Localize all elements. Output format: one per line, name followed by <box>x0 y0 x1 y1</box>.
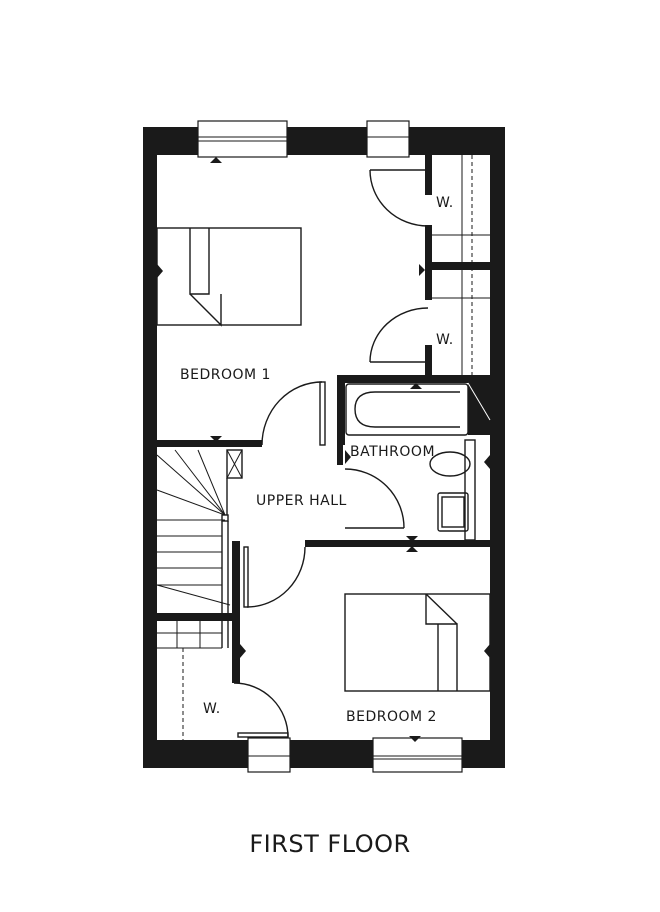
window-bottom-right <box>372 736 463 773</box>
window-top-right <box>366 120 410 158</box>
wardrobe-bottom-door <box>233 682 289 738</box>
window-top-left <box>197 120 288 163</box>
room-label-bathroom: BATHROOM <box>350 444 435 460</box>
room-label-upper-hall: UPPER HALL <box>256 493 347 509</box>
window-bottom-left <box>247 737 291 773</box>
room-label-bedroom2: BEDROOM 2 <box>346 709 437 725</box>
bed-bedroom2 <box>344 593 491 692</box>
room-label-wardrobe-top: W. <box>436 195 454 211</box>
staircase <box>143 449 243 740</box>
outer-walls <box>143 127 505 768</box>
bed-bedroom1 <box>156 227 302 327</box>
room-label-wardrobe-bottom: W. <box>203 701 221 717</box>
room-label-bedroom1: BEDROOM 1 <box>180 367 271 383</box>
wardrobes-top-right <box>369 155 490 375</box>
bedroom1-door <box>143 381 326 447</box>
bathroom-fixtures <box>337 375 505 541</box>
floor-title: FIRST FLOOR <box>249 830 411 858</box>
room-label-wardrobe-middle: W. <box>436 332 454 348</box>
bedroom2-walls <box>232 536 505 683</box>
